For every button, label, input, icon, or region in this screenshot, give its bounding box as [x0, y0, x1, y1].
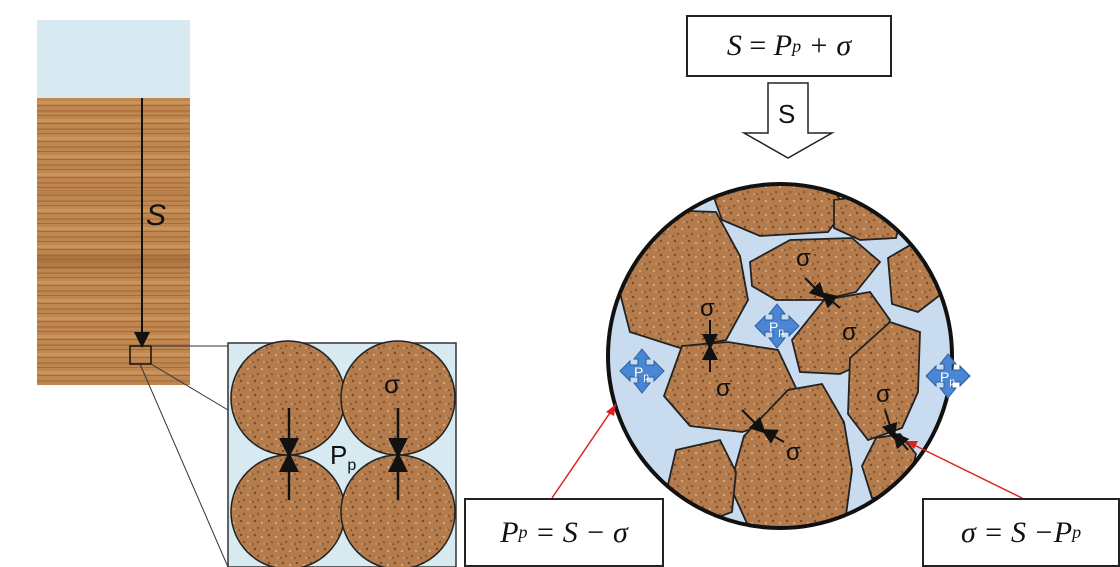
load-arrow: S: [741, 82, 835, 159]
zoom-line-mid: [150, 363, 229, 411]
inset-sigma-label: σ: [384, 369, 400, 399]
contact-sigma-label: σ: [716, 375, 731, 402]
contact-sigma-label: σ: [842, 319, 857, 346]
contact-sigma-label: σ: [700, 295, 715, 322]
sediment-layer: [37, 98, 190, 385]
water-layer: [37, 20, 190, 98]
contact-sigma-label: σ: [786, 439, 801, 466]
svg-text:Pp: Pp: [769, 319, 784, 338]
pore-pressure-icon: Pp: [754, 303, 800, 349]
soil-column: S: [37, 20, 229, 567]
sigma-leader-line: [911, 443, 1023, 499]
svg-text:Pp: Pp: [940, 369, 955, 388]
grain-inset: σ Pp: [227, 340, 457, 567]
contact-sigma-label: σ: [796, 245, 811, 272]
pore-pressure-icon: Pp: [925, 353, 971, 399]
depth-label: S: [146, 199, 166, 232]
grain: [847, 320, 921, 442]
load-label: S: [778, 99, 795, 129]
pore-leader-line: [551, 403, 617, 499]
zoom-line-bottom: [139, 363, 229, 567]
grain-assemblage: σ σ σ σ σ σ Pp Pp Pp: [551, 182, 1023, 530]
assemblage-outline: [606, 182, 954, 530]
grain: [833, 193, 904, 241]
svg-text:Pp: Pp: [634, 364, 649, 383]
grain: [749, 237, 882, 301]
pore-pressure-icon: Pp: [619, 348, 665, 394]
grain: [662, 438, 737, 525]
inset-pore-label: Pp: [330, 440, 356, 474]
contact-sigma-label: σ: [876, 381, 891, 408]
